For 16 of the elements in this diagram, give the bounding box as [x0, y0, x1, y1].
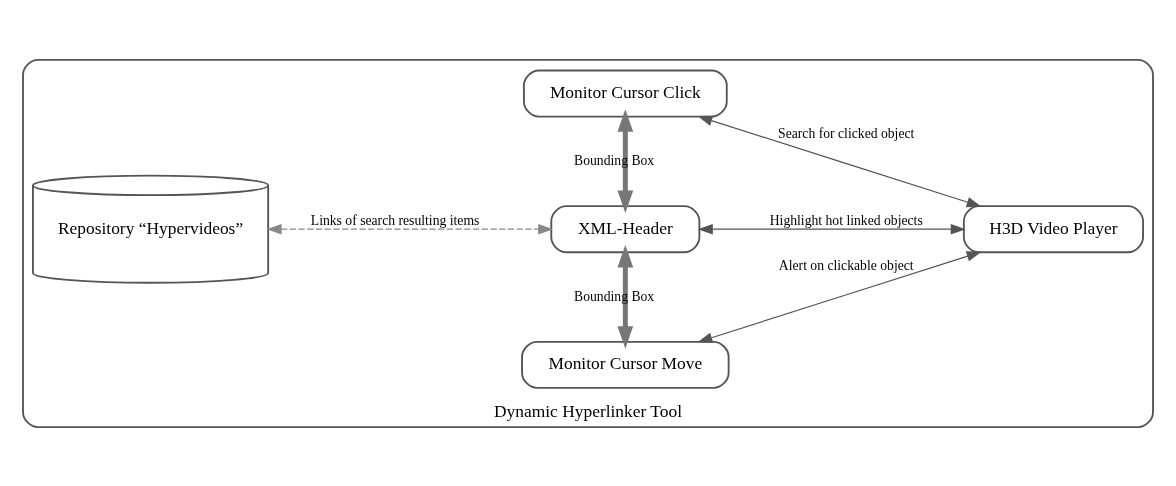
node-box: H3D Video Player	[962, 204, 1144, 253]
arrow	[617, 108, 634, 213]
arrow	[617, 244, 634, 349]
node-box: Monitor Cursor Move	[521, 340, 730, 389]
edge-label: Bounding Box	[574, 288, 655, 303]
edge-label: Bounding Box	[574, 152, 655, 168]
edge-label: Links of search resulting items	[310, 212, 480, 228]
node-box: XML-Header	[550, 204, 701, 253]
edge-label: Highlight hot linked objects	[769, 212, 923, 228]
edge-label: Alert on clickable object	[778, 257, 914, 273]
arrow	[266, 223, 554, 234]
arrow	[697, 250, 982, 343]
arrow	[697, 115, 982, 207]
edge-label: Search for clicked object	[778, 125, 915, 141]
arrow	[697, 223, 966, 234]
node-box: Monitor Cursor Click	[522, 69, 728, 117]
